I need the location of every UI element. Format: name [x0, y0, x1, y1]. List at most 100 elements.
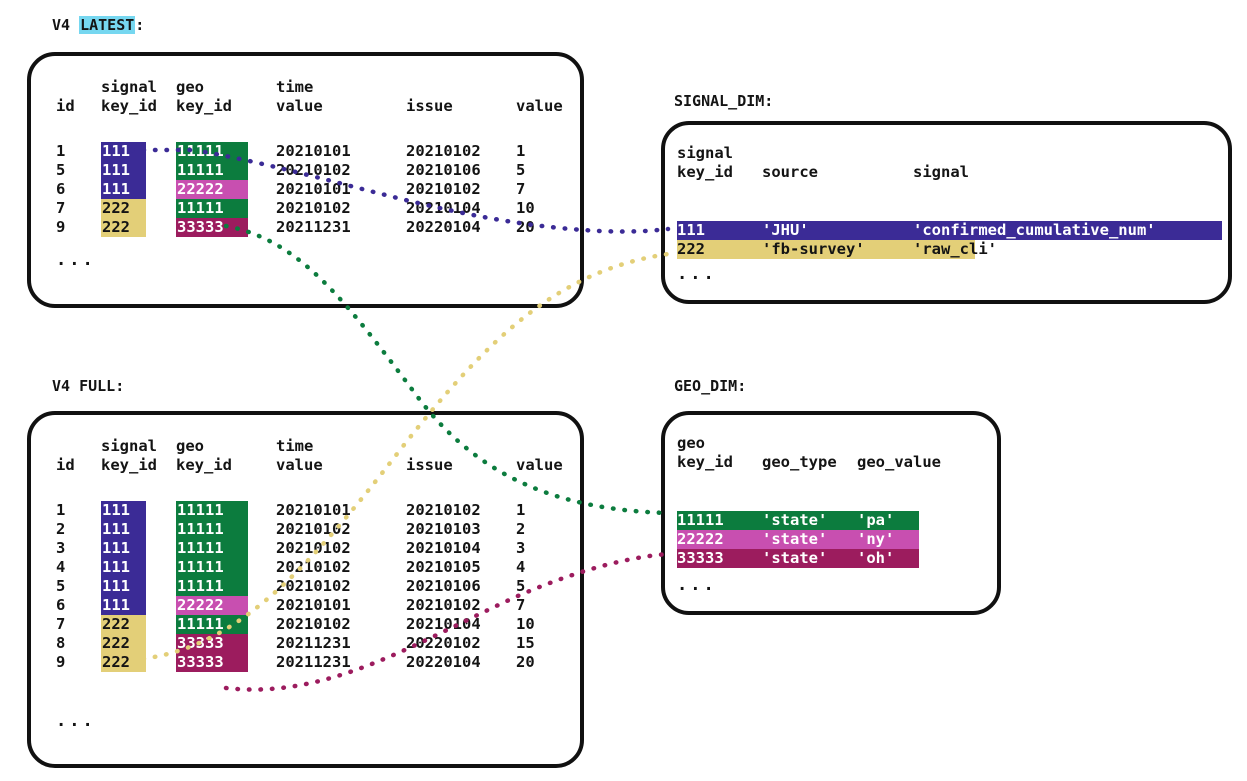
cell-time-value: 20210102: [276, 615, 351, 633]
cell-value: 10: [516, 615, 535, 633]
cell-source: 'JHU': [762, 221, 809, 239]
cell-value: 20: [516, 653, 535, 671]
geo-dim-ellipsis: ...: [677, 575, 717, 595]
cell-signal-key-id: 222: [101, 653, 146, 672]
cell-signal-key-id: 111: [101, 161, 146, 180]
cell-signal-key-id: 111: [101, 142, 146, 161]
cell-value: 1: [516, 501, 526, 519]
table-v4-full-grid: signal geo time id key_id key_id value i…: [31, 415, 580, 764]
cell-signal-key-id: 111: [101, 539, 146, 558]
cell-time-value: 20210101: [276, 596, 351, 614]
cell-id: 4: [56, 558, 66, 576]
cell-time-value: 20210101: [276, 501, 351, 519]
header-signal-keyid: key_id: [101, 456, 157, 474]
cell-geo-key-id: 33333: [176, 634, 248, 653]
dim-row: 11111 'state' 'pa': [677, 511, 919, 530]
cell-signal-key-id: 222: [101, 615, 146, 634]
cell-geo-key-id: 11111: [176, 558, 248, 577]
table-signal-dim-grid: signal key_id source signal 111 'JHU' 'con…: [665, 125, 1228, 300]
caption-latest-prefix: V4: [52, 16, 80, 34]
dim-row: 22222'state''ny': [677, 530, 919, 549]
header-signal-keyid: key_id: [677, 163, 733, 181]
cell-time-value: 20211231: [276, 653, 351, 671]
header-geo-top: geo: [176, 437, 204, 455]
cell-geo-key-id: 33333: [176, 218, 248, 237]
caption-latest-suffix: :: [135, 16, 145, 34]
cell-geo-key-id: 11111: [176, 161, 248, 180]
cell-signal-key-id: 111: [677, 221, 705, 239]
header-geo-keyid: key_id: [677, 453, 733, 471]
caption-latest-keyword: LATEST: [79, 16, 136, 34]
cell-geo-key-id: 11111: [176, 615, 248, 634]
cell-issue: 20210105: [406, 558, 481, 576]
caption-v4-full: V4 FULL:: [52, 377, 125, 395]
signal-dim-ellipsis: ...: [677, 264, 717, 284]
cell-id: 9: [56, 653, 66, 671]
header-signal-top: signal: [677, 144, 733, 162]
header-geo-value: geo_value: [857, 453, 941, 471]
cell-value: 10: [516, 199, 535, 217]
cell-issue: 20210106: [406, 577, 481, 595]
full-ellipsis: ...: [56, 711, 96, 731]
caption-v4-latest: V4 LATEST:: [52, 16, 144, 34]
cell-signal-key-id: 111: [101, 520, 146, 539]
cell-geo-key-id: 11111: [176, 539, 248, 558]
cell-geo-type: 'state': [762, 511, 828, 529]
header-time-top: time: [276, 78, 314, 96]
table-v4-full: signal geo time id key_id key_id value i…: [27, 411, 584, 768]
cell-signal-name: 'confirmed_cumulative_num': [913, 221, 1156, 239]
cell-signal-key-id: 111: [101, 558, 146, 577]
cell-value: 4: [516, 558, 526, 576]
header-id: id: [56, 97, 75, 115]
cell-id: 5: [56, 161, 66, 179]
header-geo-keyid: key_id: [176, 456, 232, 474]
header-value: value: [516, 456, 563, 474]
cell-issue: 20210106: [406, 161, 481, 179]
header-signal-keyid: key_id: [101, 97, 157, 115]
cell-geo-key-id: 22222: [176, 596, 248, 615]
cell-value: 20: [516, 218, 535, 236]
cell-value: 5: [516, 577, 526, 595]
cell-time-value: 20210102: [276, 558, 351, 576]
cell-issue: 20210104: [406, 199, 481, 217]
cell-source: 'fb-survey': [762, 240, 865, 258]
cell-geo-key-id: 22222: [677, 530, 724, 548]
latest-ellipsis: ...: [56, 250, 96, 270]
cell-signal-key-id: 222: [101, 634, 146, 653]
table-geo-dim-grid: geo key_id geo_type geo_value 11111 'stat…: [665, 415, 997, 611]
cell-signal-key-id: 111: [101, 501, 146, 520]
cell-signal-key-id: 111: [101, 577, 146, 596]
cell-value: 3: [516, 539, 526, 557]
cell-value: 7: [516, 596, 526, 614]
cell-issue: 20210102: [406, 596, 481, 614]
cell-value: 5: [516, 161, 526, 179]
cell-issue: 20210102: [406, 501, 481, 519]
cell-time-value: 20210101: [276, 142, 351, 160]
cell-signal-key-id: 111: [101, 596, 146, 615]
table-geo-dim: geo key_id geo_type geo_value 11111 'stat…: [661, 411, 1001, 615]
cell-signal-key-id: 222: [101, 218, 146, 237]
cell-geo-key-id: 11111: [677, 511, 724, 529]
cell-id: 8: [56, 634, 66, 652]
cell-value: 2: [516, 520, 526, 538]
cell-geo-key-id: 11111: [176, 520, 248, 539]
cell-time-value: 20210102: [276, 161, 351, 179]
cell-id: 3: [56, 539, 66, 557]
header-geo-type: geo_type: [762, 453, 837, 471]
cell-time-value: 20210102: [276, 199, 351, 217]
header-signal: signal: [913, 163, 969, 181]
header-signal-top: signal: [101, 78, 157, 96]
header-geo-top: geo: [677, 434, 705, 452]
cell-time-value: 20210102: [276, 520, 351, 538]
cell-time-value: 20210101: [276, 180, 351, 198]
cell-id: 5: [56, 577, 66, 595]
header-source: source: [762, 163, 818, 181]
cell-issue: 20210102: [406, 142, 481, 160]
cell-geo-key-id: 33333: [677, 549, 724, 567]
header-time-value: value: [276, 456, 323, 474]
cell-time-value: 20211231: [276, 218, 351, 236]
cell-issue: 20220104: [406, 218, 481, 236]
cell-id: 1: [56, 501, 66, 519]
cell-geo-value: 'pa': [857, 511, 895, 529]
